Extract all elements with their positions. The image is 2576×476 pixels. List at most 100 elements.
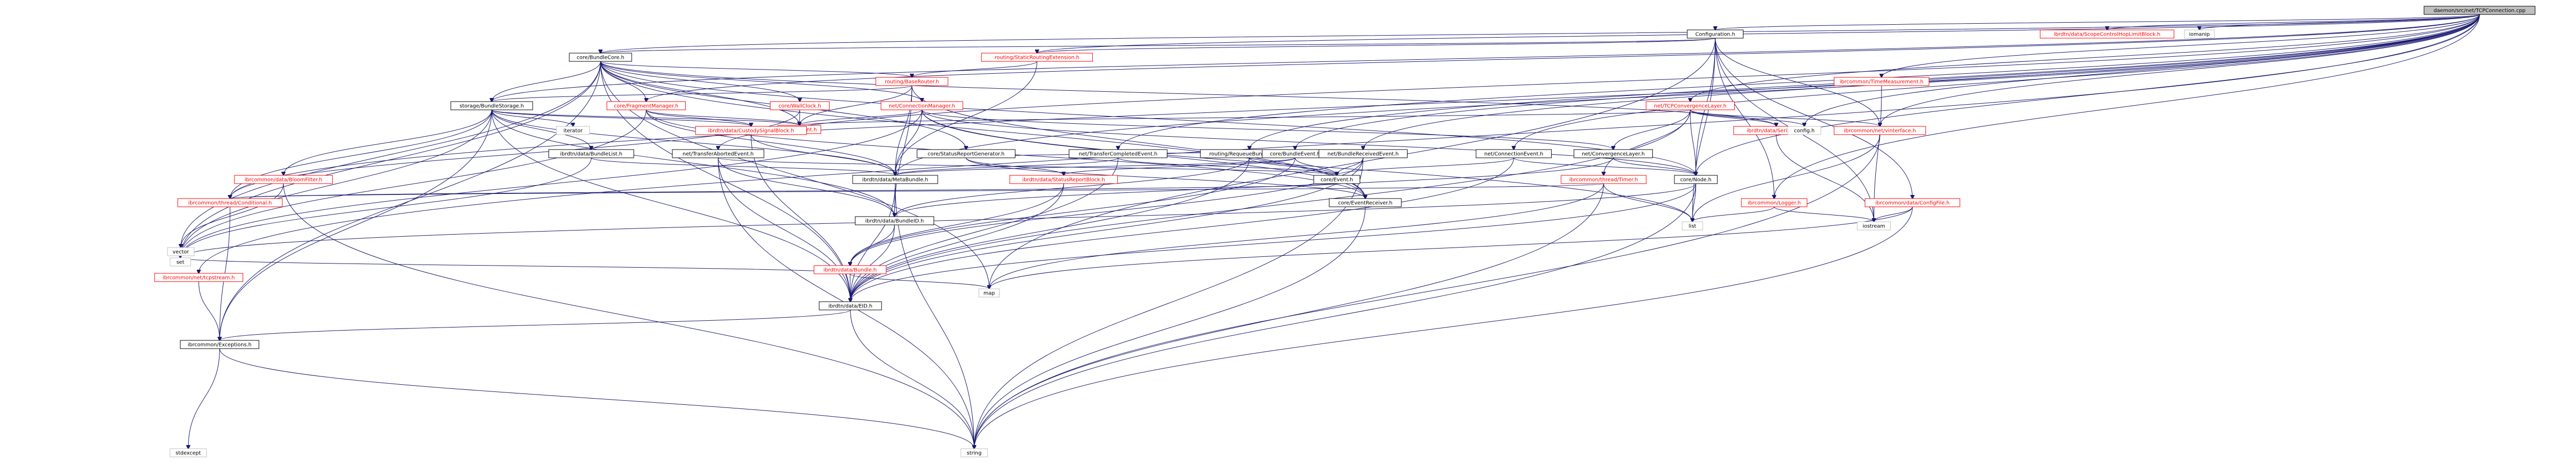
edge-root-to-logger: [1774, 14, 2480, 199]
node-statusreportblock[interactable]: ibrdtn/data/StatusReportBlock.h: [1009, 175, 1118, 184]
node-box: [177, 198, 283, 207]
edge-threadtimer-to-conditional: [230, 183, 1604, 199]
node-exceptions[interactable]: ibrcommon/Exceptions.h: [180, 340, 260, 349]
node-label: ibrdtn/data/MetaBundle.h: [862, 177, 928, 183]
edge-tcpcl-to-eid: [851, 109, 1691, 302]
node-label: daemon/src/net/TCPConnection.cpp: [2434, 8, 2526, 14]
node-logger[interactable]: ibrcommon/Logger.h: [1741, 198, 1807, 207]
node-scopecontrol[interactable]: ibrdtn/data/ScopeControlHopLimitBlock.h: [2040, 29, 2175, 39]
node-box: [154, 273, 243, 282]
edge-root-to-configuration: [1715, 14, 2480, 30]
node-corebundlecore[interactable]: core/BundleCore.h: [569, 53, 632, 62]
node-wallclock[interactable]: core/WallClock.h: [770, 101, 830, 110]
node-label: core/StatusReportGenerator.h: [927, 152, 1004, 157]
node-iomanip[interactable]: iomanip: [2184, 29, 2215, 39]
node-box: [880, 101, 963, 110]
node-label: set: [176, 260, 184, 266]
edge-fragmentmanager-to-custodysignal: [646, 109, 751, 126]
node-eventreceiver[interactable]: core/EventReceiver.h: [1329, 198, 1402, 207]
node-vector[interactable]: vector: [167, 247, 195, 256]
edge-bundleevent-to-bundle: [850, 157, 1296, 266]
edge-root-to-configh: [1804, 14, 2480, 126]
edge-bundleid-to-bundle: [850, 224, 895, 266]
node-box: [855, 216, 935, 225]
node-timemeasurement[interactable]: ibrcommon/TimeMeasurement.h: [1834, 77, 1929, 86]
node-box: [960, 448, 988, 457]
node-label: ibrdtn/data/Bundle.h: [823, 268, 876, 273]
node-label: net/TCPConvergenceLayer.h: [1654, 104, 1726, 109]
edge-logger-to-iostream: [1774, 206, 1874, 222]
node-box: [1069, 149, 1167, 158]
node-box: [1834, 126, 1926, 135]
node-label: net/ConnectionManager.h: [889, 104, 955, 109]
node-ibrdtnbundlelist[interactable]: ibrdtn/data/BundleList.h: [548, 149, 634, 158]
node-iostream[interactable]: iostream: [1857, 221, 1891, 231]
node-custodysignal[interactable]: ibrdtn/data/CustodySignalBlock.h: [695, 126, 807, 135]
edge-statusreportgen-to-statusreportblock: [965, 157, 1063, 175]
node-transferaborted[interactable]: net/TransferAbortedEvent.h: [672, 149, 765, 158]
edge-bundlestorage-to-custodysignal: [491, 109, 751, 126]
edge-serializer-to-iostream: [1776, 134, 1874, 222]
node-bundlestorage[interactable]: storage/BundleStorage.h: [450, 101, 533, 110]
node-bundleid[interactable]: ibrdtn/data/BundleID.h: [855, 216, 935, 225]
node-list[interactable]: list: [1682, 221, 1703, 231]
node-box: [875, 77, 948, 86]
node-label: ibrcommon/net/vinterface.h: [1844, 128, 1916, 134]
node-label: ibrcommon/thread/Timer.h: [1569, 177, 1638, 183]
node-staticrouting[interactable]: routing/StaticRoutingExtension.h: [981, 53, 1093, 62]
node-root[interactable]: daemon/src/net/TCPConnection.cpp: [2424, 6, 2536, 15]
node-eid[interactable]: ibrdtn/data/EID.h: [819, 301, 882, 310]
edge-transferaborted-to-eid: [718, 157, 851, 302]
node-configfile[interactable]: ibrcommon/data/ConfigFile.h: [1865, 198, 1960, 207]
node-threadtimer[interactable]: ibrcommon/thread/Timer.h: [1561, 175, 1647, 184]
edge-root-to-timemeasurement: [1882, 14, 2480, 77]
node-corenode[interactable]: core/Node.h: [1674, 175, 1718, 184]
node-baserouter[interactable]: routing/BaseRouter.h: [875, 77, 948, 86]
node-set[interactable]: set: [170, 257, 191, 267]
node-coreevent[interactable]: core/Event.h: [1313, 175, 1361, 184]
node-metabundle[interactable]: ibrdtn/data/MetaBundle.h: [852, 175, 938, 184]
node-bundleevent[interactable]: core/BundleEvent.h: [1262, 149, 1328, 158]
nodes-layer: daemon/src/net/TCPConnection.cppConfigur…: [154, 6, 2536, 457]
node-configh[interactable]: config.h: [1787, 126, 1821, 135]
node-label: iomanip: [2189, 32, 2210, 38]
node-statusreportgen[interactable]: core/StatusReportGenerator.h: [917, 149, 1015, 158]
node-string[interactable]: string: [960, 448, 988, 457]
node-stdexcept[interactable]: stdexcept: [170, 448, 207, 457]
node-bundle[interactable]: ibrdtn/data/Bundle.h: [814, 265, 887, 274]
node-netinterface[interactable]: ibrcommon/net/vinterface.h: [1834, 126, 1926, 135]
edge-staticrouting-to-metabundle: [895, 61, 1038, 175]
node-label: config.h: [1794, 128, 1815, 134]
node-box: [1741, 198, 1807, 207]
edge-connectionmanager-to-metabundle: [895, 109, 922, 175]
node-connectionevent[interactable]: net/ConnectionEvent.h: [1476, 149, 1552, 158]
node-tcpstream[interactable]: ibrcommon/net/tcpstream.h: [154, 273, 243, 282]
node-box: [1682, 221, 1703, 231]
node-bundlereceived[interactable]: net/BundleReceivedEvent.h: [1318, 149, 1408, 158]
node-iterator[interactable]: iterator: [556, 126, 590, 135]
node-bloomfilter[interactable]: ibrcommon/data/BloomFilter.h: [234, 175, 333, 184]
node-box: [556, 126, 590, 135]
node-box: [2424, 6, 2536, 15]
edge-requeue-to-bundleid: [894, 157, 1250, 217]
edge-bundleevent-to-statusreportblock: [1064, 157, 1296, 175]
node-conditional[interactable]: ibrcommon/thread/Conditional.h: [177, 198, 283, 207]
edge-corebundlecore-to-wallclock: [600, 61, 800, 102]
node-label: net/TransferAbortedEvent.h: [683, 152, 754, 157]
node-box: [1865, 198, 1960, 207]
edge-exceptions-to-stdexcept: [188, 348, 220, 449]
node-box: [170, 257, 191, 267]
node-box: [1573, 149, 1653, 158]
node-label: ibrcommon/data/ConfigFile.h: [1875, 201, 1950, 206]
node-map[interactable]: map: [978, 288, 1000, 298]
node-transfercompleted[interactable]: net/TransferCompletedEvent.h: [1069, 149, 1167, 158]
node-configuration[interactable]: Configuration.h: [1687, 29, 1743, 39]
node-connectionmanager[interactable]: net/ConnectionManager.h: [880, 101, 963, 110]
node-box: [2184, 29, 2215, 39]
node-tcpcl[interactable]: net/TCPConvergenceLayer.h: [1646, 101, 1735, 110]
node-fragmentmanager[interactable]: core/FragmentManager.h: [606, 101, 686, 110]
edge-connectionmanager-to-set: [180, 109, 922, 258]
node-convergencelayer[interactable]: net/ConvergenceLayer.h: [1573, 149, 1653, 158]
edge-configuration-to-corebundlecore: [601, 38, 1716, 53]
